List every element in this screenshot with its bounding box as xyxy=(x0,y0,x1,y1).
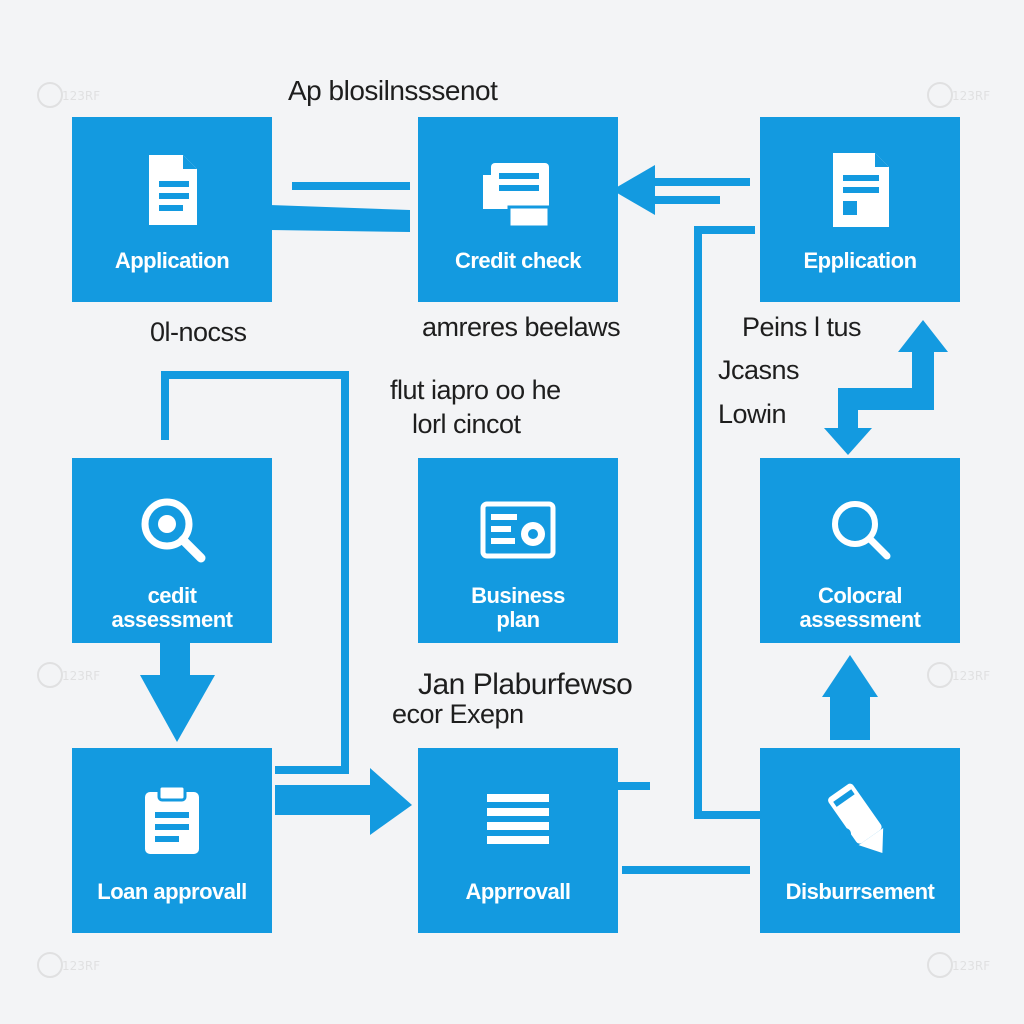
box-label-line: assessment xyxy=(799,607,921,633)
certificate-icon xyxy=(473,486,563,576)
box-label-line: cedit xyxy=(147,583,197,608)
box-label: Credit check xyxy=(454,248,582,273)
note-right-top-2: Jcasns xyxy=(718,355,800,385)
svg-text:123RF: 123RF xyxy=(952,669,990,683)
note-right-top-3: Lowin xyxy=(718,399,787,429)
diagram-title: Ap blosilnsssenot xyxy=(288,75,498,106)
connector-credit-assessment-loop xyxy=(161,371,349,774)
magnifier-icon xyxy=(815,486,905,576)
watermark-logo: 123RF xyxy=(30,650,100,700)
list-icon xyxy=(473,776,563,866)
box-label: Business plan xyxy=(471,583,565,633)
pen-icon xyxy=(815,776,905,866)
box-application[interactable]: Application xyxy=(72,117,272,302)
connector-application-credit-check xyxy=(270,182,410,232)
box-loan-approval[interactable]: Loan approvall xyxy=(72,748,272,933)
box-label: cedit assessment xyxy=(111,583,233,633)
connector-epplication-collateral xyxy=(824,320,948,455)
document-icon xyxy=(127,145,217,235)
connector-credit-assessment-loan-approval xyxy=(140,640,215,742)
box-label: Epplication xyxy=(803,248,917,273)
svg-text:123RF: 123RF xyxy=(952,89,990,103)
connector-disbursement-collateral xyxy=(822,655,878,740)
connector-epplication-credit-check xyxy=(612,165,750,215)
box-epplication[interactable]: Epplication xyxy=(760,117,960,302)
box-label-line: Colocral xyxy=(817,583,903,608)
watermark-logo: 123RF xyxy=(920,940,990,990)
box-collateral-assessment[interactable]: Colocral assessment xyxy=(760,458,960,643)
svg-text:123RF: 123RF xyxy=(62,89,100,103)
box-label: Loan approvall xyxy=(97,879,247,904)
box-label: Colocral assessment xyxy=(799,583,921,633)
note-right-top-1: Peins l tus xyxy=(742,312,862,342)
note-middle-bottom-2: ecor Exepn xyxy=(392,699,524,729)
box-credit-assessment[interactable]: cedit assessment xyxy=(72,458,272,643)
printer-icon xyxy=(473,145,563,235)
watermark-logo: 123RF xyxy=(920,650,990,700)
watermark-logo: 123RF xyxy=(30,70,100,120)
watermark-logo: 123RF xyxy=(30,940,100,990)
box-disbursement[interactable]: Disburrsement xyxy=(760,748,960,933)
svg-text:123RF: 123RF xyxy=(952,959,990,973)
note-center-2: lorl cincot xyxy=(412,409,521,439)
box-label: Apprrovall xyxy=(465,879,571,904)
note-under-credit-check: amreres beelaws xyxy=(422,312,621,342)
magnifier-icon xyxy=(127,486,217,576)
box-label-line: plan xyxy=(496,607,540,633)
connector-loan-approval-approval xyxy=(275,768,412,835)
svg-text:123RF: 123RF xyxy=(62,959,100,973)
clipboard-icon xyxy=(127,776,217,866)
box-approval[interactable]: Apprrovall xyxy=(418,748,618,933)
box-label: Disburrsement xyxy=(785,879,935,904)
box-business-plan[interactable]: Business plan xyxy=(418,458,618,643)
box-credit-check[interactable]: Credit check xyxy=(418,117,618,302)
note-middle-bottom-1: Jan Plaburfewso xyxy=(418,668,633,701)
note-center-1: flut iapro oo he xyxy=(390,375,561,405)
document-icon xyxy=(815,145,905,235)
svg-text:123RF: 123RF xyxy=(62,669,100,683)
connector-right-loop xyxy=(694,226,760,819)
connector-approval-disbursement xyxy=(622,866,750,874)
box-label-line: assessment xyxy=(111,607,233,633)
box-label-line: Business xyxy=(471,583,565,608)
watermark-logo: 123RF xyxy=(920,70,990,120)
box-label: Application xyxy=(114,248,230,273)
note-under-application: 0l-nocss xyxy=(150,317,247,347)
